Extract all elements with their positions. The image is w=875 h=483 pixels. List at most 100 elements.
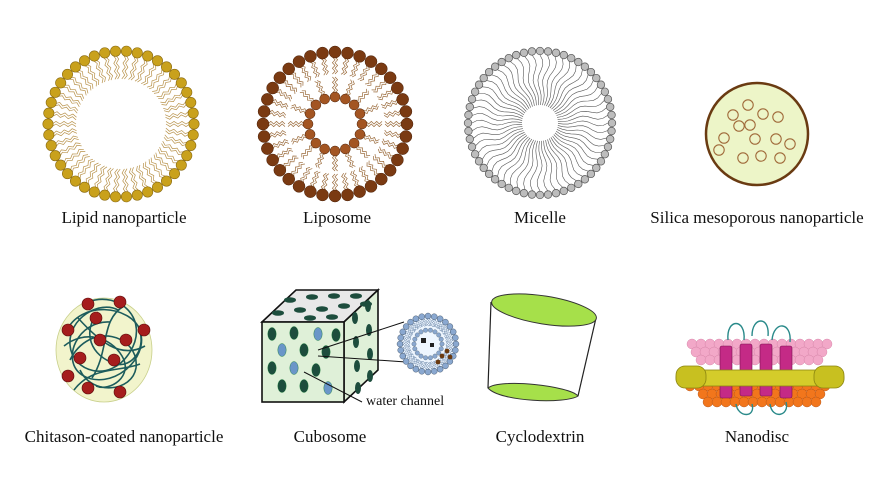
liposome-head-outer	[257, 118, 269, 130]
lipid-head	[766, 397, 776, 407]
lipid-tail	[273, 142, 289, 149]
vesicle-cargo	[430, 343, 434, 347]
vesicle-head	[403, 324, 409, 330]
micelle-tail	[544, 57, 556, 106]
vesicle-inner-head	[413, 337, 417, 341]
lipid-tail	[384, 110, 401, 115]
micelle-tail	[537, 141, 542, 191]
vesicle-head	[447, 324, 453, 330]
lipid-tail	[341, 58, 346, 75]
vesicle-head	[400, 353, 406, 359]
lipid-head	[44, 130, 54, 140]
vesicle-inner-head	[440, 342, 444, 346]
micelle-tail	[554, 81, 593, 113]
lipid-tail	[350, 60, 357, 76]
lipid-head	[784, 397, 794, 407]
liposome-head-outer	[365, 56, 377, 68]
micelle-head	[536, 191, 544, 199]
lipid-tail	[125, 169, 129, 193]
lipid-head	[811, 397, 821, 407]
liposome-head-outer	[354, 50, 366, 62]
vesicle-bg	[398, 314, 458, 374]
micelle-head	[468, 143, 476, 151]
vesicle-inner-head	[415, 351, 419, 355]
liposome-head-inner	[349, 138, 359, 148]
lipid-tail	[97, 167, 107, 189]
vesicle-inner-head	[433, 354, 437, 358]
lipid-head	[813, 355, 823, 365]
micelle-head	[505, 184, 513, 192]
lipid-head	[739, 397, 749, 407]
liposome-head-inner	[349, 100, 359, 110]
lipid-head	[188, 130, 198, 140]
micelle-head	[520, 189, 528, 197]
micelle-head	[587, 68, 595, 76]
cone-side	[488, 302, 491, 388]
lipid-head	[55, 160, 65, 170]
lipid-head	[142, 187, 152, 197]
cube-channel	[306, 294, 318, 300]
lipid-tail	[122, 55, 126, 79]
lipid-tail	[383, 139, 399, 146]
vesicle-inner-head	[423, 328, 427, 332]
cube-channel	[272, 310, 284, 316]
micelle-head	[608, 111, 616, 119]
lipid-head	[712, 397, 722, 407]
cube-channel	[367, 370, 373, 382]
liposome-head-outer	[329, 190, 341, 202]
liposome-head-outer	[397, 143, 409, 155]
liposome-head-inner	[340, 144, 350, 154]
liposome-head-outer	[258, 105, 270, 117]
micelle-tail	[498, 70, 529, 109]
cube-channel	[355, 382, 361, 394]
lipid-tail	[164, 137, 187, 145]
liposome-head-outer	[401, 118, 413, 130]
chitosan-node	[138, 324, 150, 336]
water-channel-label: water channel	[366, 394, 444, 409]
lipid-tail	[344, 173, 349, 190]
vesicle-inner-head	[419, 354, 423, 358]
micelle-head	[592, 74, 600, 82]
liposome-head-inner	[357, 119, 367, 129]
lipid-tail	[310, 62, 317, 78]
micelle-head	[512, 187, 520, 195]
micelle-tail	[542, 55, 549, 105]
micelle-head	[465, 127, 473, 135]
lipid-head	[793, 397, 803, 407]
liposome-head-outer	[391, 82, 403, 94]
lipid-tail	[52, 124, 76, 127]
cubosome-diagram	[262, 290, 459, 402]
lipid-tail	[156, 153, 174, 169]
liposome-head-outer	[342, 47, 354, 59]
lipid-head	[62, 69, 72, 79]
cube-channel	[278, 380, 286, 393]
lipid-tail	[166, 128, 190, 134]
lipid-head	[188, 108, 198, 118]
lipid-head	[721, 397, 731, 407]
lipid-tail	[332, 77, 335, 93]
lipid-tail	[353, 170, 360, 186]
lipid-head	[50, 87, 60, 97]
micelle-head	[475, 158, 483, 166]
vesicle-inner-head	[428, 328, 432, 332]
micelle-head	[505, 54, 513, 62]
lipid-tail	[164, 104, 187, 112]
lipid-head	[43, 119, 53, 129]
cube-channel	[284, 297, 296, 303]
vesicle-head	[442, 363, 448, 369]
micelle-tail	[548, 62, 569, 107]
micelle-head	[581, 63, 589, 71]
micelle-head	[601, 88, 609, 96]
cube-channel	[365, 300, 371, 312]
cube-channel	[312, 364, 320, 377]
vesicle-head	[400, 329, 406, 335]
lipid-head	[186, 140, 196, 150]
lipid-head	[161, 62, 171, 72]
lipid-tail	[72, 157, 90, 173]
vesicle-head	[452, 335, 458, 341]
chitosan-node	[108, 354, 120, 366]
lipid-tail	[268, 124, 285, 127]
liposome-head-inner	[311, 100, 321, 110]
lipid-tail	[385, 121, 402, 124]
liposome-head-outer	[391, 154, 403, 166]
